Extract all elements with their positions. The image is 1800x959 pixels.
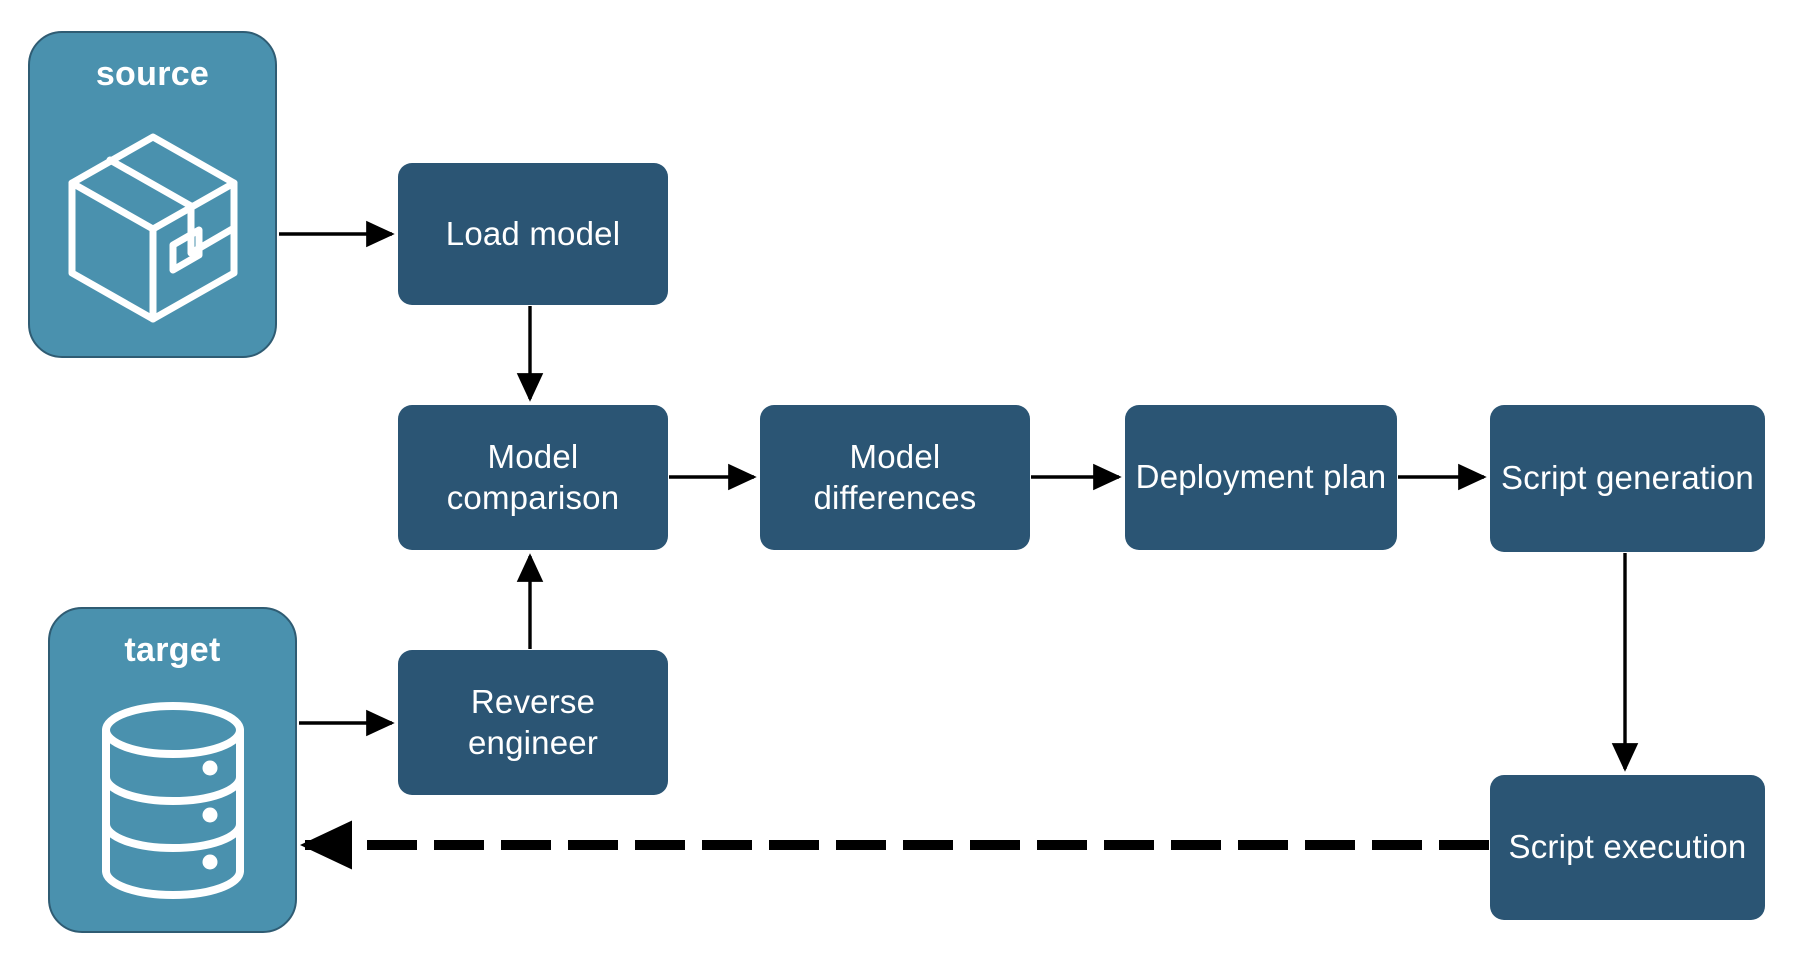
process-script-generation-label: Script generation [1501,459,1754,497]
process-model-differences[interactable]: Model differences [760,405,1030,550]
endpoint-source[interactable]: source [28,31,277,358]
endpoint-source-label: source [95,55,210,93]
package-box-icon [30,94,275,356]
process-deployment-plan-label: Deployment plan [1135,458,1387,496]
process-deployment-plan[interactable]: Deployment plan [1125,405,1397,550]
database-cylinder-icon [50,670,295,931]
process-model-comparison-label: Model comparison [446,438,620,516]
endpoint-target-label: target [124,631,221,669]
process-model-comparison[interactable]: Model comparison [398,405,668,550]
process-script-generation[interactable]: Script generation [1490,405,1765,552]
process-script-execution-label: Script execution [1508,828,1747,866]
process-reverse-engineer[interactable]: Reverse engineer [398,650,668,795]
endpoint-target[interactable]: target [48,607,297,933]
process-load-model[interactable]: Load model [398,163,668,305]
process-model-differences-label: Model differences [813,438,977,516]
process-script-execution[interactable]: Script execution [1490,775,1765,920]
process-reverse-engineer-label: Reverse engineer [467,683,599,761]
process-load-model-label: Load model [445,214,621,252]
